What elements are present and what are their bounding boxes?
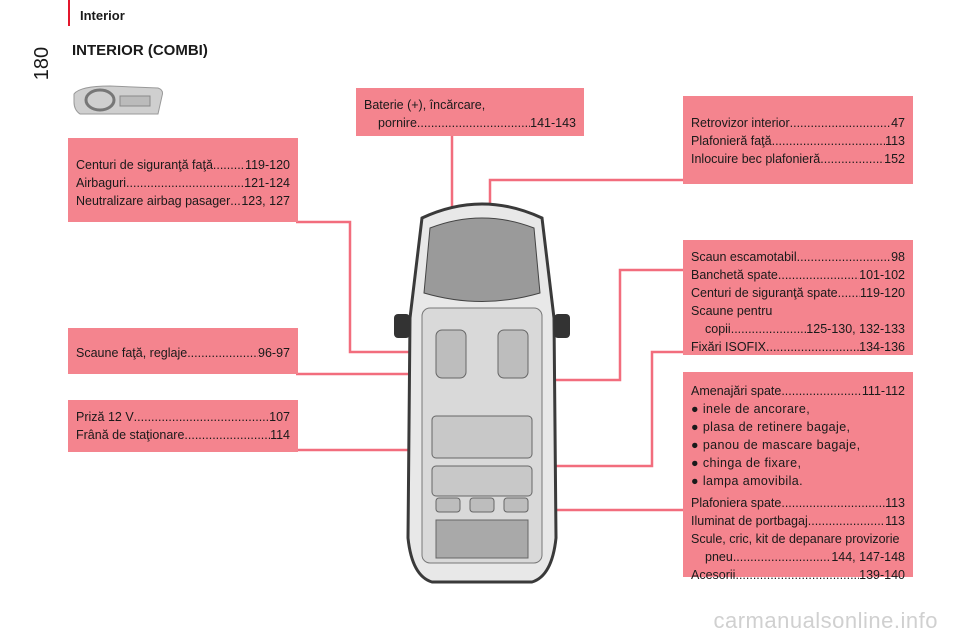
entry: Centuri de siguranţă spate119-120 bbox=[691, 284, 905, 302]
box-baterie: Baterie (+), încărcare, pornire141-143 bbox=[356, 88, 584, 136]
bullet-item: ● inele de ancorare, bbox=[691, 402, 811, 416]
entry: Inlocuire bec plafonieră152 bbox=[691, 150, 905, 168]
box-retrovizor: Retrovizor interior47 Plafonieră faţă113… bbox=[683, 96, 913, 184]
bullet-item: ● chinga de fixare, bbox=[691, 456, 802, 470]
entry: copii125-130, 132-133 bbox=[691, 320, 905, 338]
box-priza: Priză 12 V107 Frână de staţionare114 bbox=[68, 400, 298, 452]
entry: Amenajări spate111-112 bbox=[691, 382, 905, 400]
entry: Scaun escamotabil98 bbox=[691, 248, 905, 266]
box-centuri: Centuri de siguranţă faţă119-120 Airbagu… bbox=[68, 138, 298, 222]
bullet-item: ● lampa amovibila. bbox=[691, 474, 804, 488]
entry: Plafoniera spate113 bbox=[691, 494, 905, 512]
entry: Acesorii139-140 bbox=[691, 566, 905, 584]
entry: Scaune pentru bbox=[691, 304, 773, 318]
box-scaun: Scaun escamotabil98 Banchetă spate101-10… bbox=[683, 240, 913, 355]
entry: Plafonieră faţă113 bbox=[691, 132, 905, 150]
box-amenajari: Amenajări spate111-112 ● inele de ancora… bbox=[683, 372, 913, 582]
section-marker bbox=[68, 0, 70, 26]
bullet-item: ● plasa de retinere bagaje, bbox=[691, 420, 851, 434]
entry: Fixări ISOFIX134-136 bbox=[691, 338, 905, 356]
entry: pneu144, 147-148 bbox=[691, 548, 905, 566]
entry: pornire141-143 bbox=[364, 114, 576, 132]
watermark: carmanualsonline.info bbox=[713, 608, 938, 633]
entry: Scaune faţă, reglaje96-97 bbox=[76, 344, 290, 362]
entry: Scule, cric, kit de depanare provizorie bbox=[691, 532, 900, 546]
entry: Neutralizare airbag pasager123, 127 bbox=[76, 192, 290, 210]
box-scaune-fata: Scaune faţă, reglaje96-97 bbox=[68, 328, 298, 374]
entry: Retrovizor interior47 bbox=[691, 114, 905, 132]
van-top-view bbox=[394, 202, 570, 584]
section-name: Interior bbox=[80, 8, 125, 23]
entry: Airbaguri121-124 bbox=[76, 174, 290, 192]
dashboard-icon bbox=[73, 85, 163, 115]
entry: Banchetă spate101-102 bbox=[691, 266, 905, 284]
bullet-item: ● panou de mascare bagaje, bbox=[691, 438, 861, 452]
entry: Priză 12 V107 bbox=[76, 408, 290, 426]
entry: Centuri de siguranţă faţă119-120 bbox=[76, 156, 290, 174]
entry: Frână de staţionare114 bbox=[76, 426, 290, 444]
page-title: INTERIOR (COMBI) bbox=[72, 42, 208, 59]
entry: Iluminat de portbagaj113 bbox=[691, 512, 905, 530]
entry: Baterie (+), încărcare, bbox=[364, 98, 486, 112]
